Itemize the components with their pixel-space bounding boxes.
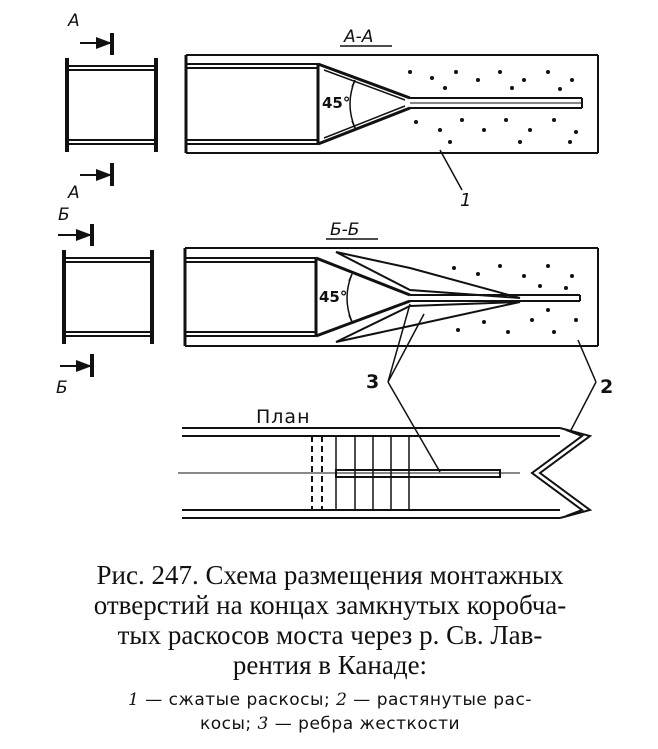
caption-line-3: тых раскосов моста через р. Св. Лав- <box>117 620 543 650</box>
callout-leaders <box>387 303 597 473</box>
cut-marker-b-bottom: Б <box>56 378 68 398</box>
legend-line-1: 1 — сжатые раскосы; 2 — растянутые рас- <box>20 688 640 712</box>
legend-num-1: 1 <box>128 690 140 710</box>
legend-text-4: — ребра жесткости <box>268 714 461 734</box>
legend-text-3: косы; <box>199 714 258 734</box>
cut-marker-b-top: Б <box>58 205 70 225</box>
callout-2: 2 <box>600 376 613 398</box>
angle-label-a: 45° <box>322 94 350 112</box>
caption-line-1: Рис. 247. Схема размещения монтажных <box>96 560 564 590</box>
legend-num-3: 3 <box>257 714 269 734</box>
section-aa-label: А-А <box>343 27 373 47</box>
member-elevation-a <box>184 54 599 191</box>
cross-section-b <box>58 224 154 377</box>
member-elevation-b <box>183 247 599 347</box>
legend-line-2: косы; 3 — ребра жесткости <box>20 712 640 736</box>
callout-1: 1 <box>460 190 471 211</box>
legend-num-2: 2 <box>336 690 348 710</box>
plan-view <box>178 427 593 519</box>
cut-marker-a-bottom: А <box>67 183 80 203</box>
caption-line-2: отверстий на концах замкнутых коробча- <box>93 590 567 620</box>
angle-label-b: 45° <box>319 288 347 306</box>
section-bb-label: Б-Б <box>330 220 359 240</box>
legend-text-2: — растянутые рас- <box>347 690 532 710</box>
caption-line-4: рентия в Канаде: <box>232 650 428 680</box>
figure-caption: Рис. 247. Схема размещения монтажных отв… <box>20 560 640 680</box>
cut-marker-a-top: А <box>67 11 80 31</box>
plan-label: План <box>256 406 311 428</box>
cross-section-a <box>65 33 158 186</box>
concrete-fill-dots-b <box>452 264 578 334</box>
concrete-fill-dots-a <box>408 70 578 144</box>
callout-3: 3 <box>366 371 379 393</box>
legend-text-1: — сжатые раскосы; <box>139 690 337 710</box>
figure-legend: 1 — сжатые раскосы; 2 — растянутые рас- … <box>20 688 640 736</box>
